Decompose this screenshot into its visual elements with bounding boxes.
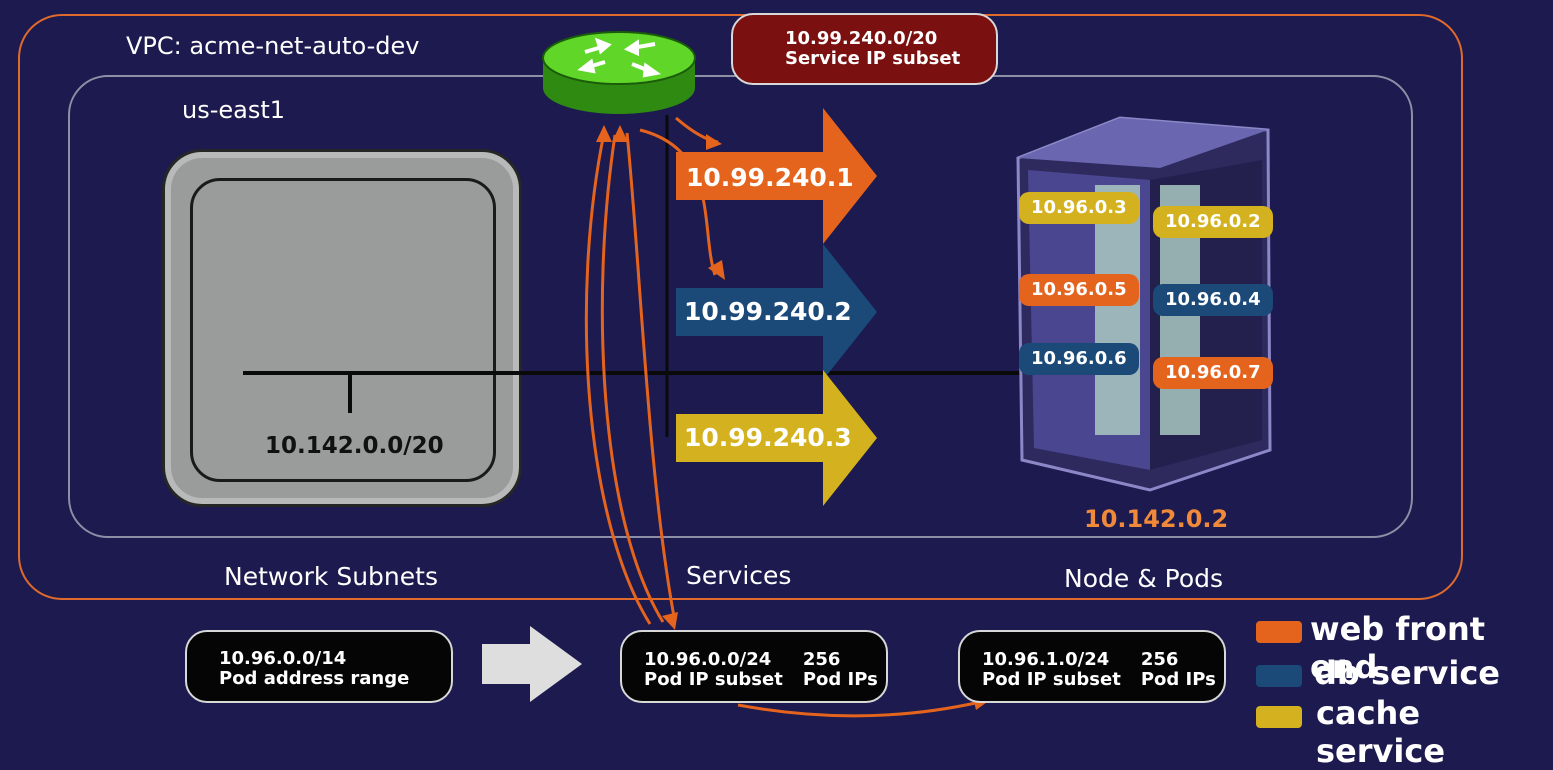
service-ip-1: 10.99.240.1 [686,163,854,192]
legend-label-web: web front end [1310,610,1486,686]
pod-subset-count: 256 [1140,649,1179,670]
legend-swatch-web [1256,621,1302,643]
pod-subset-count: 256 [802,649,841,670]
legend-swatch-db [1256,665,1302,687]
section-label-subnets: Network Subnets [224,562,438,591]
subnet-cidr: 10.142.0.0/20 [265,433,444,459]
pod-badge: 10.96.0.6 [1019,343,1139,375]
legend-label-cache: cache service [1316,694,1446,770]
pod-routing-arrows [584,116,981,718]
pod-subset-label: Pod IP subset [982,669,1121,690]
node-ip: 10.142.0.2 [1084,505,1229,533]
service-subset-cidr: 10.99.240.0/20 [785,28,938,49]
legend-swatch-cache [1256,706,1302,728]
network-subnet-inner [190,178,496,482]
service-arrow-1 [676,108,877,244]
pod-ip-subset-box-1: 10.96.0.0/24 Pod IP subset 256 Pod IPs [620,630,888,703]
pod-subset-cidr: 10.96.0.0/24 [644,649,772,670]
vpc-title: VPC: acme-net-auto-dev [126,32,420,60]
pod-badge: 10.96.0.4 [1153,284,1273,316]
pod-badge: 10.96.0.2 [1153,206,1273,238]
pod-subset-label: Pod IP subset [644,669,783,690]
service-arrow-2 [676,244,877,380]
pod-badge: 10.96.0.5 [1019,274,1139,306]
service-arrow-3 [676,370,877,506]
legend-label-db: db service [1314,654,1500,692]
section-label-nodes: Node & Pods [1064,564,1224,593]
pod-badge: 10.96.0.7 [1153,357,1273,389]
right-arrow-icon [482,626,582,702]
service-ip-2: 10.99.240.2 [684,297,852,326]
router-icon [542,31,696,114]
pod-subset-count-label: Pod IPs [1140,669,1216,690]
pod-range-cidr: 10.96.0.0/14 [219,648,347,669]
vpc-boundary [18,14,1463,600]
pod-ip-subset-box-2: 10.96.1.0/24 Pod IP subset 256 Pod IPs [958,630,1226,703]
pod-badge: 10.96.0.3 [1019,192,1139,224]
service-ip-subset-box: 10.99.240.0/20 Service IP subset [731,13,998,85]
region-title: us-east1 [182,96,286,124]
section-label-services: Services [686,561,792,590]
pod-subset-count-label: Pod IPs [802,669,878,690]
pod-range-label: Pod address range [219,668,410,689]
diagram-graphics [243,31,1272,718]
pod-address-range-box: 10.96.0.0/14 Pod address range [185,630,453,703]
pod-subset-cidr: 10.96.1.0/24 [982,649,1110,670]
network-subnet-block [162,149,522,507]
service-ip-3: 10.99.240.3 [684,423,852,452]
service-subset-label: Service IP subset [785,48,961,69]
